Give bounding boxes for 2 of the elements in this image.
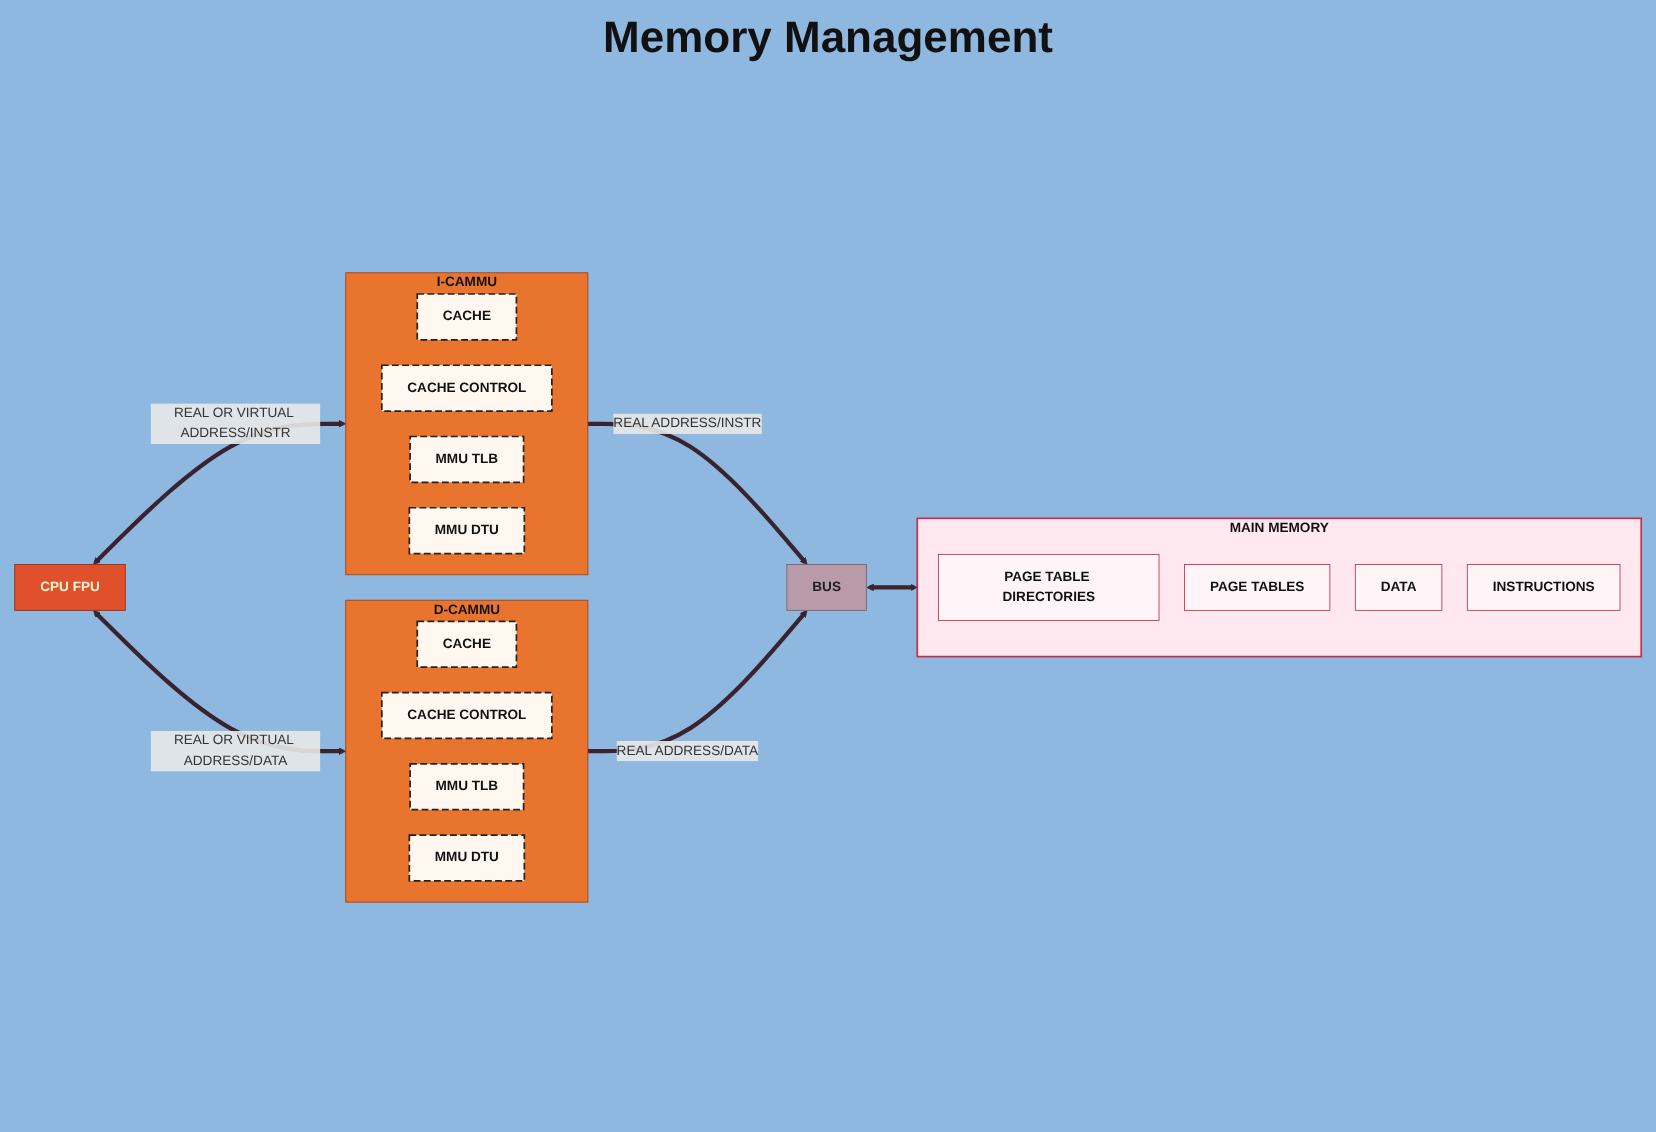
diagram-title: Memory Management — [601, 12, 1055, 64]
arrow — [866, 584, 918, 592]
